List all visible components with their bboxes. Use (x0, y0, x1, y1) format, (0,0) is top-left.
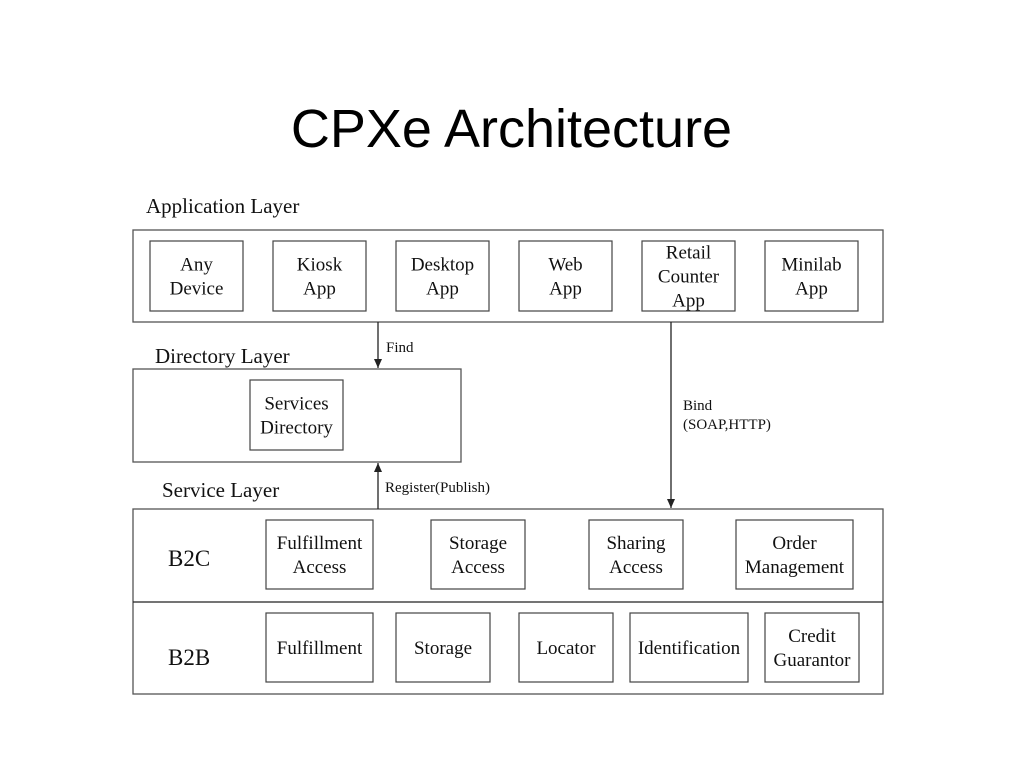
app-minilab-app-label-line2: App (795, 279, 828, 300)
b2c-sharing-access-label-line2: Access (609, 557, 663, 578)
service-layer-label: Service Layer (162, 478, 279, 502)
b2b-locator-node: Locator (518, 612, 614, 683)
app-web-app-label-line2: App (549, 279, 582, 300)
b2c-fulfillment-access-label-line1: Fulfillment (277, 533, 363, 554)
app-retail-counter-app-box (641, 240, 736, 312)
app-minilab-app-label-line1: Minilab (781, 255, 841, 276)
slide-title: CPXe Architecture (290, 99, 733, 159)
app-kiosk-app-label-line2: App (303, 279, 336, 300)
b2c-boxes: FulfillmentAccessStorageAccessSharingAcc… (265, 519, 854, 590)
b2b-credit-guarantor-label-line1: Credit (788, 626, 836, 647)
b2c-storage-access-label-line1: Storage (449, 533, 507, 554)
app-kiosk-app-label-line1: Kiosk (297, 255, 343, 276)
find-label: Find (386, 340, 414, 356)
b2b-credit-guarantor-box (764, 612, 860, 683)
app-web-app-label-line1: Web (548, 255, 582, 276)
b2c-order-management-box (735, 519, 854, 590)
app-desktop-app-label-line2: App (426, 279, 459, 300)
directory-services-directory-label-line2: Directory (260, 418, 333, 439)
app-any-device-label-line2: Device (170, 279, 224, 300)
b2b-locator-label-line1: Locator (536, 638, 596, 659)
app-desktop-app-label-line1: Desktop (411, 255, 474, 276)
application-layer-label: Application Layer (146, 194, 299, 218)
register-label: Register(Publish) (385, 480, 490, 496)
b2c-fulfillment-access-box (265, 519, 374, 590)
app-any-device-label-line1: Any (180, 255, 213, 276)
app-minilab-app-box (764, 240, 859, 312)
app-retail-counter-app-label-line2: Counter (658, 267, 720, 288)
b2c-storage-access-box (430, 519, 526, 590)
directory-services-directory-box (249, 379, 344, 451)
b2c-order-management-label-line2: Management (745, 557, 845, 578)
b2b-fulfillment-box (265, 612, 374, 683)
b2b-identification-box (629, 612, 749, 683)
application-layer-frame (132, 229, 884, 323)
b2c-sharing-access-label-line1: Sharing (606, 533, 666, 554)
app-retail-counter-app-label-line1: Retail (666, 243, 711, 264)
b2b-storage-box (395, 612, 491, 683)
bind-label-line2: (SOAP,HTTP) (683, 417, 771, 433)
b2c-sharing-access-box (588, 519, 684, 590)
b2b-fulfillment-label-line1: Fulfillment (277, 638, 363, 659)
app-any-device-box (149, 240, 244, 312)
b2c-order-management-label-line1: Order (772, 533, 817, 554)
app-web-app-box (518, 240, 613, 312)
b2c-storage-access-label-line2: Access (451, 557, 505, 578)
b2c-label: B2C (168, 546, 210, 571)
app-kiosk-app-box (272, 240, 367, 312)
directory-services-directory-label-line1: Services (264, 394, 328, 415)
b2b-label: B2B (168, 645, 210, 670)
b2b-storage-node: Storage (395, 612, 491, 683)
app-retail-counter-app-label-line3: App (672, 291, 705, 312)
b2b-boxes: Fulfillment Storage Locator Identification C… (265, 612, 860, 683)
bind-label-line1: Bind (683, 398, 713, 414)
b2b-identification-node: Identification (629, 612, 749, 683)
application-boxes: AnyDeviceKioskAppDesktopAppWebAppRetailC… (149, 240, 859, 312)
b2b-locator-box (518, 612, 614, 683)
app-desktop-app-box (395, 240, 490, 312)
b2b-storage-label-line1: Storage (414, 638, 472, 659)
directory-layer-label: Directory Layer (155, 344, 290, 368)
b2b-fulfillment-node: Fulfillment (265, 612, 374, 683)
b2b-credit-guarantor-label-line2: Guarantor (773, 650, 851, 671)
b2b-identification-label-line1: Identification (638, 638, 741, 659)
b2c-fulfillment-access-label-line2: Access (293, 557, 347, 578)
